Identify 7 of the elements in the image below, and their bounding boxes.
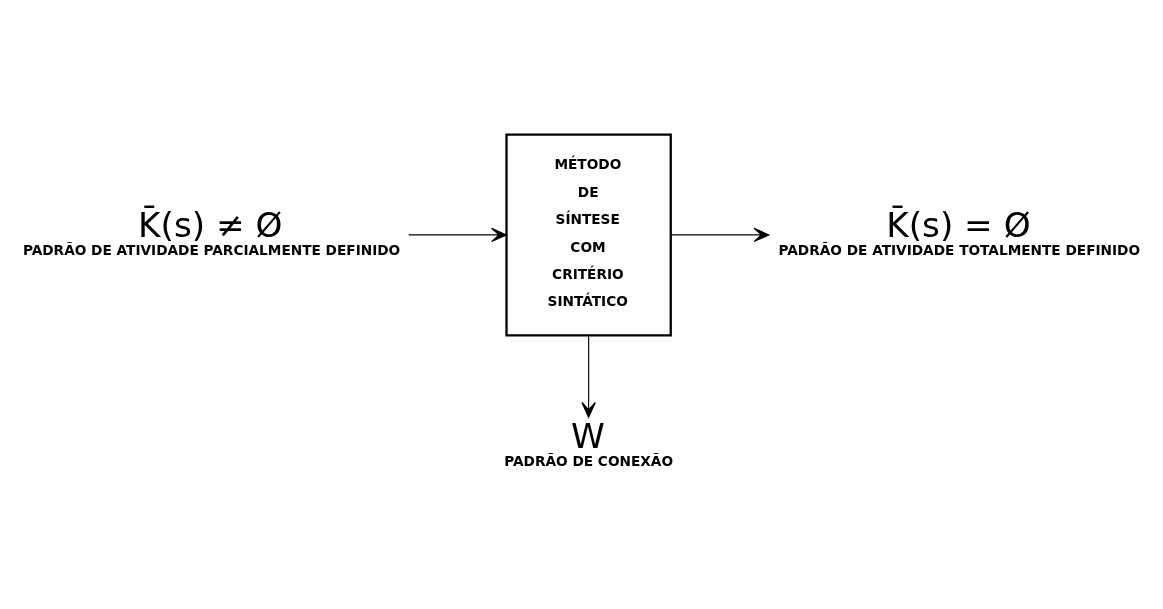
arrow [670, 227, 770, 243]
arrow [581, 334, 596, 418]
node-text: W PADRÃO DE CONEXÃO [504, 416, 674, 469]
node-box: MÉTODO DE SÍNTESE COM CRITÉRIO SINTÁTICO [505, 133, 672, 337]
node-text: K̄(s) ≠ Ø PADRÃO DE ATIVIDADE PARCIALMENTE DEFINIDO [22, 205, 401, 258]
arrow [408, 227, 507, 243]
node-text: K̄(s) = Ø PADRÃO DE ATIVIDADE TOTALMENTE DEFINIDO [778, 205, 1141, 258]
